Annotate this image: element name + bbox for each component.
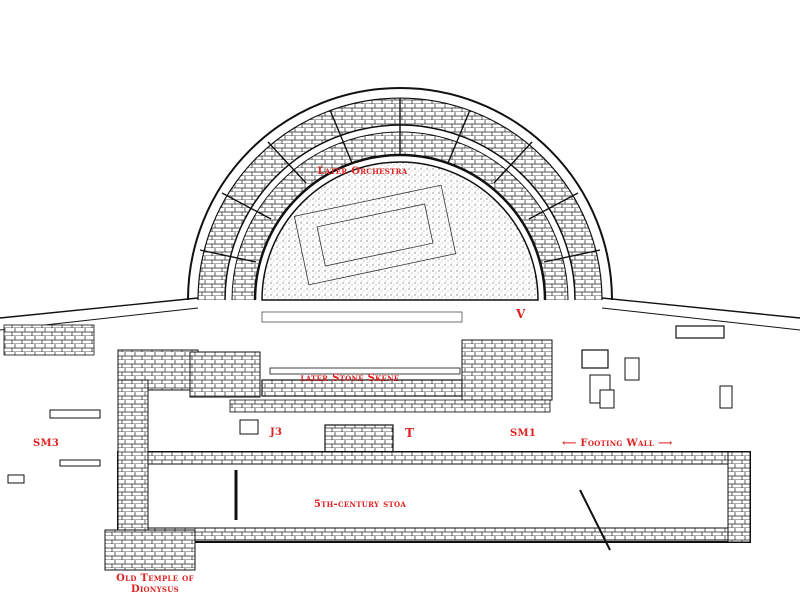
label-old-temple: Old Temple of Dionysus	[116, 573, 194, 595]
label-stoa: 5th-century stoa	[313, 499, 407, 510]
label-v: V	[516, 307, 526, 321]
orchestra	[261, 161, 539, 301]
stoa	[104, 379, 751, 571]
label-later-stone-skene: later Stone Skene	[300, 373, 400, 384]
label-sm1: SM1	[510, 428, 537, 439]
scattered-blocks	[7, 357, 733, 484]
label-footing-wall: ⟵ Footing Wall ⟶	[562, 438, 673, 449]
label-j3: J3	[270, 427, 283, 438]
label-later-orchestra: Later Orchestra	[317, 166, 408, 177]
label-t: T	[405, 426, 415, 440]
stage-building	[117, 311, 611, 456]
label-sm3: SM3	[33, 438, 60, 449]
parodos-walls	[0, 297, 800, 356]
